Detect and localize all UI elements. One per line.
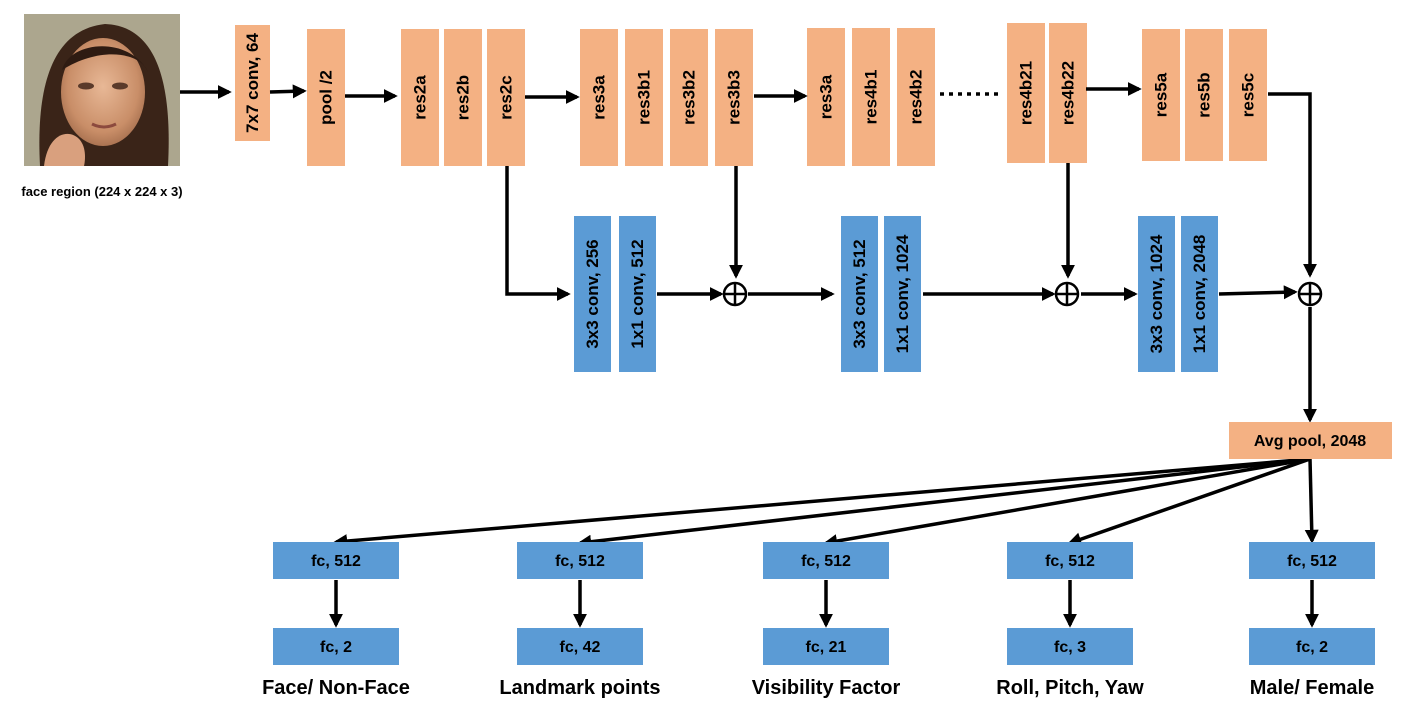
fc-output-label: fc, 42 <box>560 639 601 656</box>
layer-node: res2a <box>401 29 439 166</box>
add-icon <box>1297 281 1323 307</box>
layer-label: res4b22 <box>1059 61 1078 125</box>
connections <box>180 82 1319 628</box>
layer-label: res2a <box>411 75 430 120</box>
layer-node: res3b1 <box>625 29 663 166</box>
branch-label: 1x1 conv, 512 <box>628 239 647 348</box>
head-group: fc, 512 fc, 21 Visibility Factor <box>752 542 901 699</box>
branch-node: 3x3 conv, 1024 <box>1138 216 1175 372</box>
layer-node: res2b <box>444 29 482 166</box>
fc-hidden-label: fc, 512 <box>1287 553 1337 570</box>
output-heads: fc, 512 fc, 2 Face/ Non-Face fc, 512 fc, 42 L… <box>262 542 1375 699</box>
fc-hidden-label: fc, 512 <box>555 553 605 570</box>
layer-label: res5b <box>1195 72 1214 117</box>
branch-node: 1x1 conv, 512 <box>619 216 656 372</box>
layer-node: res4b2 <box>897 28 935 166</box>
layer-node: res3b3 <box>715 29 753 166</box>
branch-label: 3x3 conv, 1024 <box>1147 234 1166 353</box>
task-label: Male/ Female <box>1250 677 1375 699</box>
face-image <box>24 14 180 166</box>
backbone: 7x7 conv, 64 pool /2 res2a res2b res2c res3a r… <box>235 23 1267 166</box>
fc-output-label: fc, 2 <box>1296 639 1328 656</box>
adders <box>722 281 1323 307</box>
edge <box>269 84 307 99</box>
branch-node: 3x3 conv, 512 <box>841 216 878 372</box>
fc-output-label: fc, 3 <box>1054 639 1086 656</box>
layer-node: res5a <box>1142 29 1180 161</box>
avg-pool-label: Avg pool, 2048 <box>1254 433 1366 450</box>
add-icon <box>722 281 748 307</box>
branch-node: 3x3 conv, 256 <box>574 216 611 372</box>
edge <box>823 457 1311 548</box>
task-label: Roll, Pitch, Yaw <box>996 677 1144 699</box>
edge <box>333 457 1311 549</box>
branch-label: 1x1 conv, 1024 <box>893 234 912 353</box>
layer-label: res2b <box>454 75 473 120</box>
task-label: Face/ Non-Face <box>262 677 410 699</box>
fc-hidden-label: fc, 512 <box>801 553 851 570</box>
layer-node: res5c <box>1229 29 1267 161</box>
layer-label: res3a <box>817 74 836 119</box>
branch-node: 1x1 conv, 2048 <box>1181 216 1218 372</box>
layer-label: res4b2 <box>907 70 926 125</box>
layer-node: res4b21 <box>1007 23 1045 163</box>
layer-label: res5c <box>1239 73 1258 117</box>
edge <box>577 457 1311 549</box>
layer-label: pool /2 <box>317 70 336 125</box>
layer-node: res3a <box>580 29 618 166</box>
input-caption: face region (224 x 224 x 3) <box>21 184 182 199</box>
task-label: Landmark points <box>499 677 660 699</box>
layer-node: 7x7 conv, 64 <box>235 25 270 141</box>
head-group: fc, 512 fc, 2 Face/ Non-Face <box>262 542 410 699</box>
head-group: fc, 512 fc, 42 Landmark points <box>499 542 661 699</box>
layer-label: 7x7 conv, 64 <box>243 33 262 133</box>
add-icon <box>1054 281 1080 307</box>
layer-label: res4b1 <box>862 70 881 125</box>
fc-output-label: fc, 21 <box>806 639 847 656</box>
fc-hidden-label: fc, 512 <box>1045 553 1095 570</box>
fc-output-label: fc, 2 <box>320 639 352 656</box>
layer-label: res5a <box>1152 72 1171 117</box>
layer-label: res3b3 <box>725 70 744 125</box>
layer-label: res3b1 <box>635 70 654 125</box>
layer-node: res3b2 <box>670 29 708 166</box>
layer-node: res5b <box>1185 29 1223 161</box>
branch-node: 1x1 conv, 1024 <box>884 216 921 372</box>
layer-node: res2c <box>487 29 525 166</box>
edge <box>1067 457 1311 546</box>
edge <box>1218 285 1298 300</box>
edge <box>505 166 571 301</box>
avg-pool-node: Avg pool, 2048 <box>1229 422 1392 459</box>
head-group: fc, 512 fc, 2 Male/ Female <box>1249 542 1375 699</box>
layer-label: res3b2 <box>680 70 699 125</box>
edge <box>1268 92 1317 278</box>
layer-node: res3a <box>807 28 845 166</box>
branch-label: 1x1 conv, 2048 <box>1190 235 1209 354</box>
edge <box>1304 458 1319 544</box>
head-group: fc, 512 fc, 3 Roll, Pitch, Yaw <box>996 542 1144 699</box>
task-label: Visibility Factor <box>752 677 901 699</box>
shortcut-branches: 3x3 conv, 256 1x1 conv, 512 3x3 conv, 512 1… <box>574 216 1218 372</box>
layer-node: res4b22 <box>1049 23 1087 163</box>
branch-label: 3x3 conv, 512 <box>850 239 869 348</box>
layer-label: res3a <box>590 75 609 120</box>
layer-node: res4b1 <box>852 28 890 166</box>
branch-label: 3x3 conv, 256 <box>583 239 602 348</box>
layer-label: res4b21 <box>1017 61 1036 125</box>
fc-hidden-label: fc, 512 <box>311 553 361 570</box>
layer-node: pool /2 <box>307 29 345 166</box>
layer-label: res2c <box>497 75 516 119</box>
